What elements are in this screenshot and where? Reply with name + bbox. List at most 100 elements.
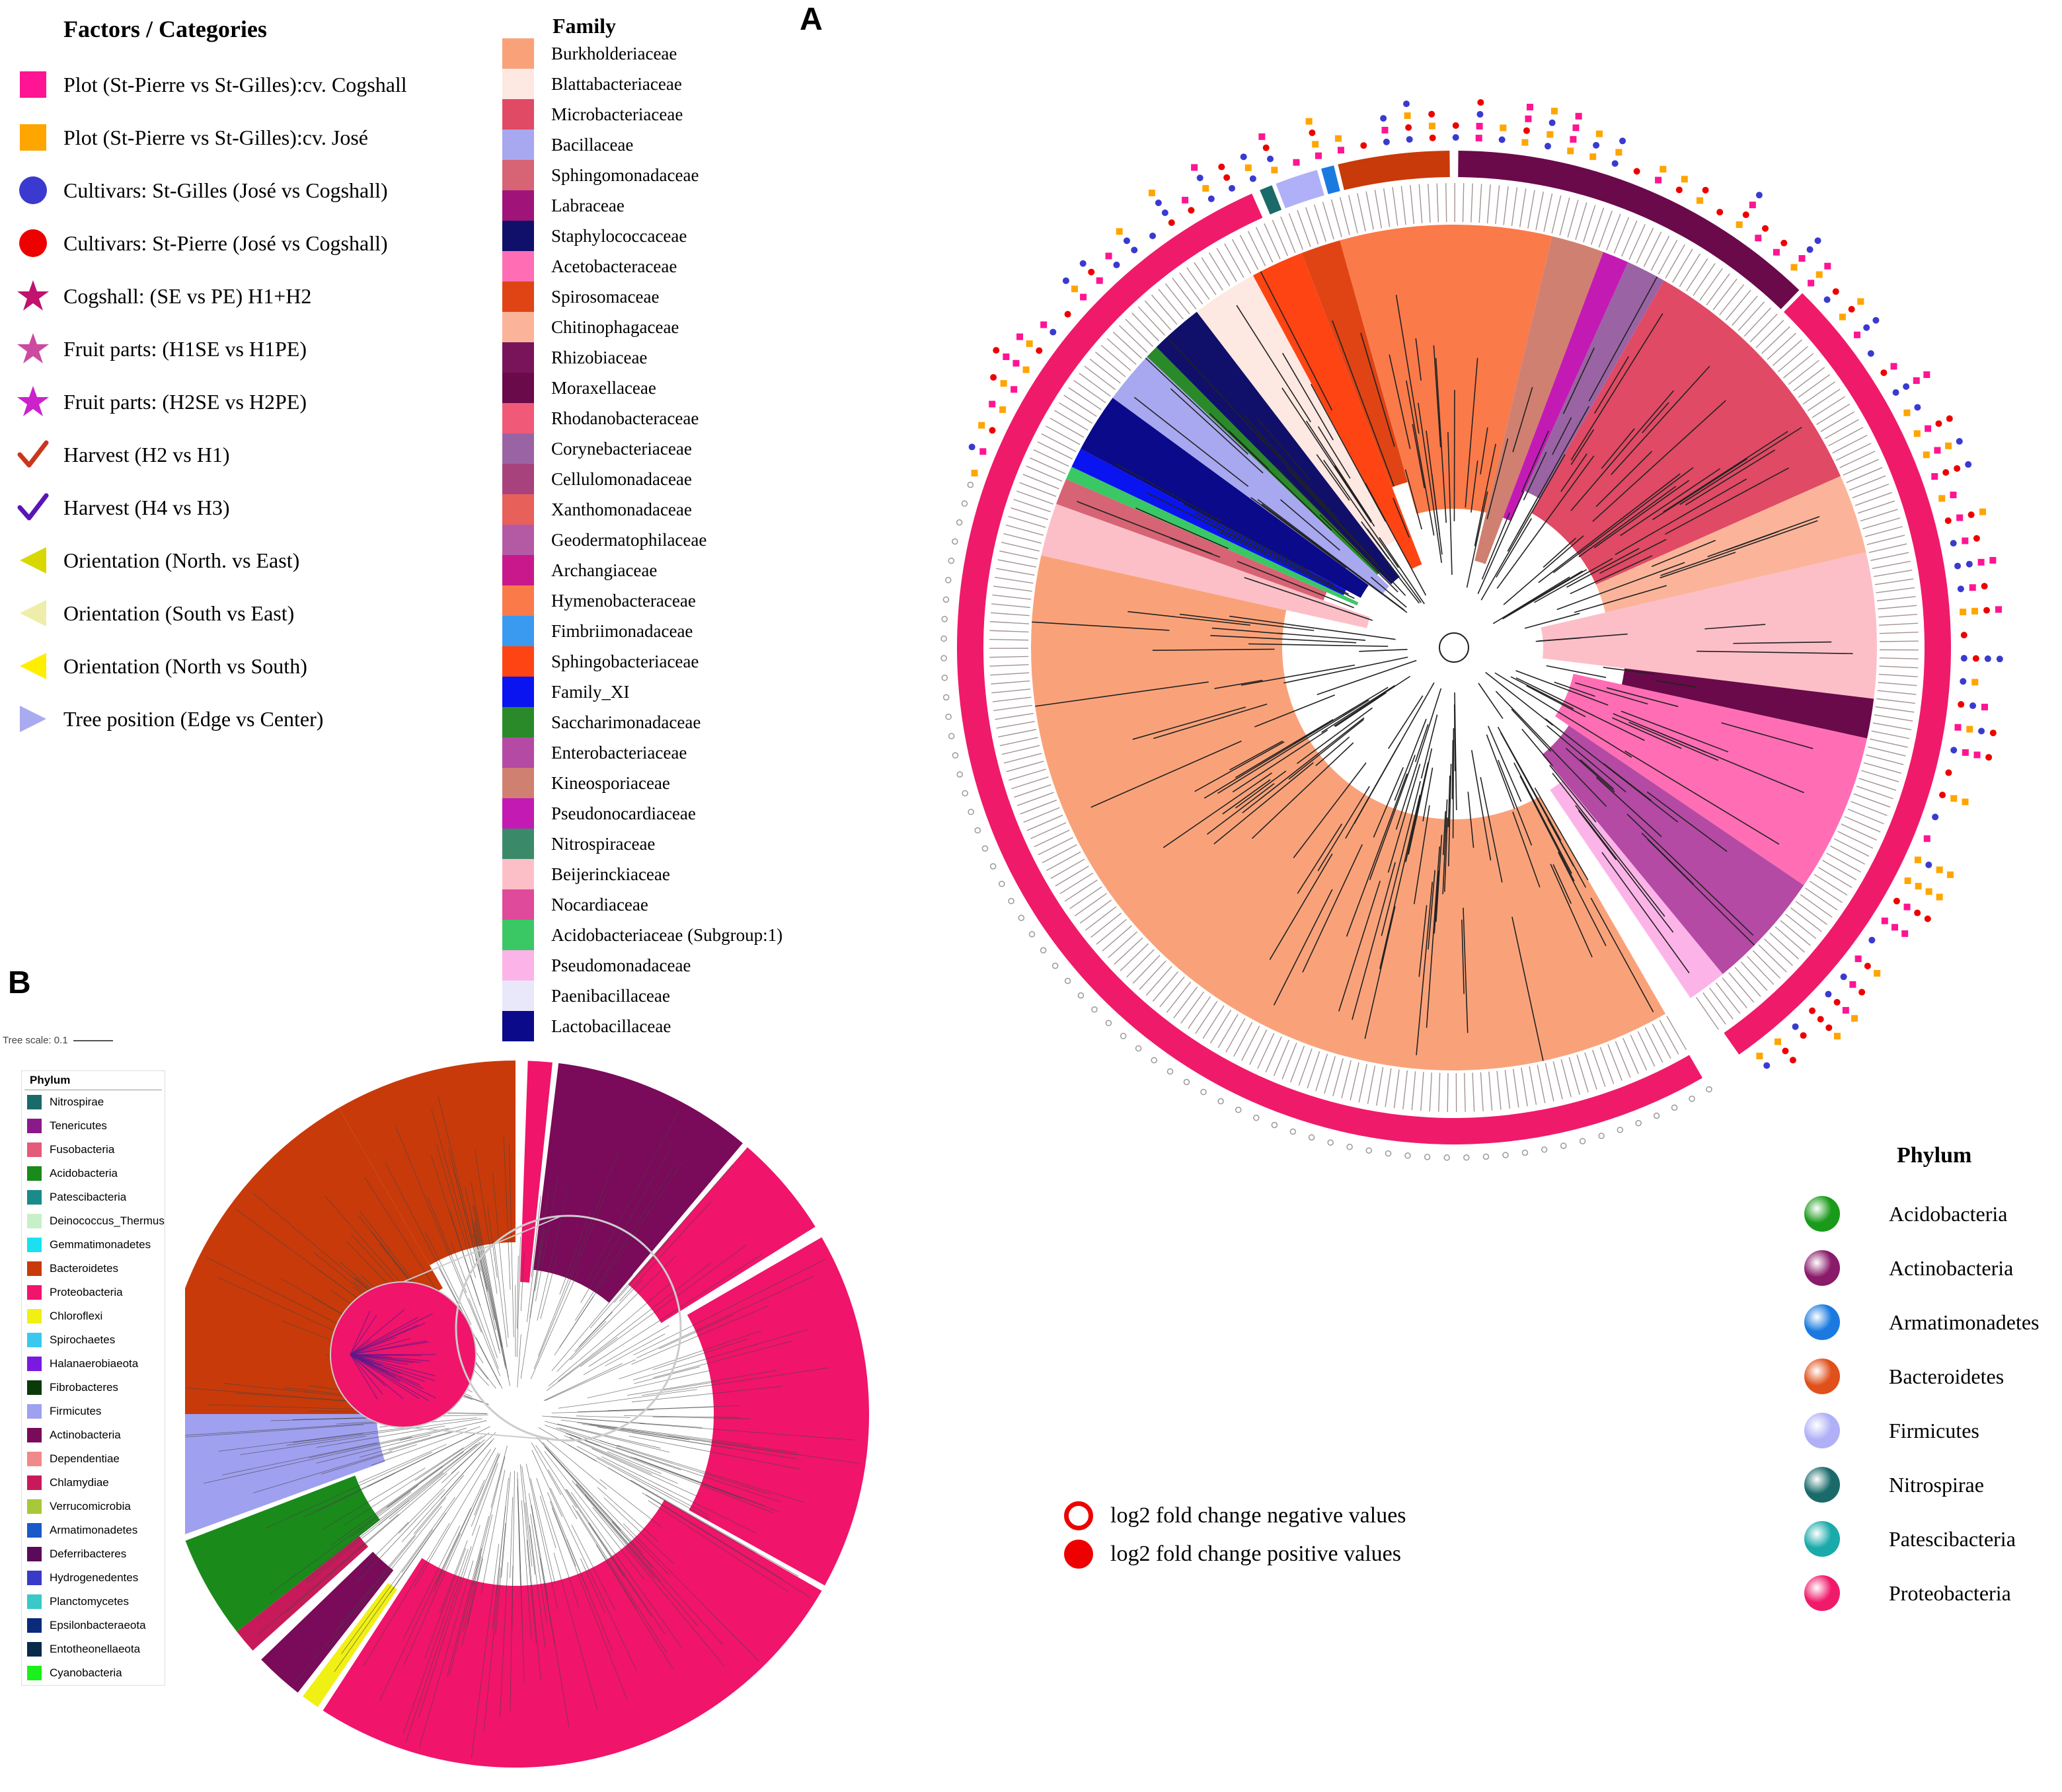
factor-marker [1954, 562, 1962, 570]
factor-marker [1482, 1153, 1490, 1160]
tree-branch [1481, 512, 1510, 580]
phylum-ring-segment [1260, 185, 1282, 215]
leaf-label-tick [1374, 190, 1383, 229]
factor-marker [1653, 1112, 1660, 1119]
tree-branch [1515, 670, 1609, 706]
tree-branch [1606, 687, 1679, 708]
tree-branch [1235, 719, 1334, 778]
tree-branch [1145, 357, 1248, 455]
tree-branch [574, 1166, 674, 1321]
factor-item: Orientation (North. vs East) [13, 534, 502, 587]
factor-marker [1960, 632, 1967, 639]
tree-branch [551, 1507, 628, 1699]
leaf-label-tick [1084, 365, 1116, 391]
tree-branch [447, 1516, 490, 1677]
factor-marker [1088, 268, 1095, 276]
tree-branch [510, 1565, 514, 1712]
factor-marker [952, 538, 958, 545]
tree-branch [1334, 675, 1411, 727]
tree-branch [556, 1321, 607, 1372]
leaf-label-tick [1790, 907, 1822, 932]
sphere-icon [1804, 1521, 1840, 1557]
leaf-label-tick [998, 729, 1037, 738]
open-circle-icon [1064, 1501, 1093, 1530]
circular-tree-b [185, 1061, 869, 1768]
tree-scale: Tree scale: 0.1 [3, 1035, 113, 1046]
leaf-label-tick [1568, 1057, 1580, 1095]
tree-branch [1552, 864, 1572, 904]
factor-marker [1018, 915, 1025, 921]
sphere-icon [1804, 1196, 1840, 1232]
leaf-label-tick [1843, 459, 1880, 476]
leaf-label-tick [1064, 879, 1098, 902]
leaf-label-tick [1225, 1018, 1246, 1053]
factor-marker [1913, 430, 1921, 437]
tree-branch [574, 1312, 613, 1352]
leaf-label-tick [1239, 235, 1259, 270]
tree-branch [1269, 853, 1333, 960]
leaf-label-tick [1854, 492, 1892, 506]
factor-marker [1946, 415, 1953, 422]
leaf-label-tick [1576, 1055, 1589, 1093]
tree-branch [1379, 794, 1421, 969]
zoom-branch [350, 1354, 435, 1382]
tree-branch [1480, 776, 1503, 883]
leaf-label-tick [1247, 231, 1266, 266]
leaf-label-tick [1411, 1071, 1416, 1111]
factor-marker [1079, 260, 1087, 267]
leaf-label-tick [1666, 1016, 1687, 1051]
factor-marker [1833, 1033, 1841, 1040]
tree-branch [252, 1450, 393, 1493]
phylum-ring-segment [1724, 293, 1951, 1055]
leaf-label-tick [1863, 762, 1901, 774]
tree-branch [350, 1491, 412, 1538]
tree-branch [1575, 805, 1674, 933]
factor-marker [1702, 186, 1709, 194]
leaf-label-tick [1307, 1051, 1320, 1089]
leaf-label-tick [1644, 1027, 1663, 1063]
phylum-right-label: Nitrospirae [1889, 1472, 1984, 1497]
tree-branch [1562, 347, 1595, 414]
factor-marker [1123, 237, 1130, 244]
tree-branch [1135, 507, 1229, 550]
tree-branch [326, 1506, 442, 1650]
family-item: Blattabacteriaceae [502, 69, 846, 99]
triangle-icon [13, 593, 53, 633]
factor-label: Orientation (North. vs East) [63, 548, 300, 572]
leaf-label-tick [1420, 1072, 1424, 1111]
factor-marker [945, 714, 952, 720]
leaf-label-tick [1132, 955, 1161, 984]
tree-branch [1519, 775, 1575, 881]
tree-branch [495, 1523, 506, 1635]
leaf-label-tick [1816, 404, 1851, 426]
tree-branch [438, 1096, 481, 1272]
factor-marker [1305, 118, 1313, 125]
factor-marker [967, 482, 974, 488]
zoom-branch [350, 1338, 410, 1355]
leaf-label-tick [1264, 223, 1281, 260]
phylum-b-label: Acidobacteria [50, 1167, 118, 1179]
tree-branch [510, 1497, 514, 1578]
leaf-label-tick [1008, 515, 1046, 528]
phylum-b-item: Gemmatimonadetes [22, 1233, 165, 1257]
tree-branch [1359, 649, 1408, 652]
tree-branch [1466, 491, 1488, 588]
leaf-label-tick [1068, 387, 1102, 410]
tree-branch [1237, 560, 1354, 609]
factor-item: Fruit parts: (H1SE vs H1PE) [13, 322, 502, 375]
tree-branch [474, 1223, 506, 1369]
factor-marker [1962, 798, 1969, 805]
factor-marker [1973, 751, 1981, 759]
factor-label: Cogshall: (SE vs PE) H1+H2 [63, 283, 312, 308]
tree-branch [568, 1433, 743, 1499]
tree-branch [1443, 817, 1448, 892]
leaf-label-tick [1217, 1014, 1239, 1049]
tree-branch [612, 1521, 723, 1645]
leaf-label-tick [1026, 465, 1063, 482]
factor-marker [1080, 293, 1087, 301]
leaf-label-tick [1852, 484, 1890, 499]
tree-branch [517, 1487, 521, 1586]
factor-marker [1383, 138, 1390, 145]
tree-branch [551, 1409, 654, 1413]
phylum-b-label: Patescibacteria [50, 1191, 127, 1203]
